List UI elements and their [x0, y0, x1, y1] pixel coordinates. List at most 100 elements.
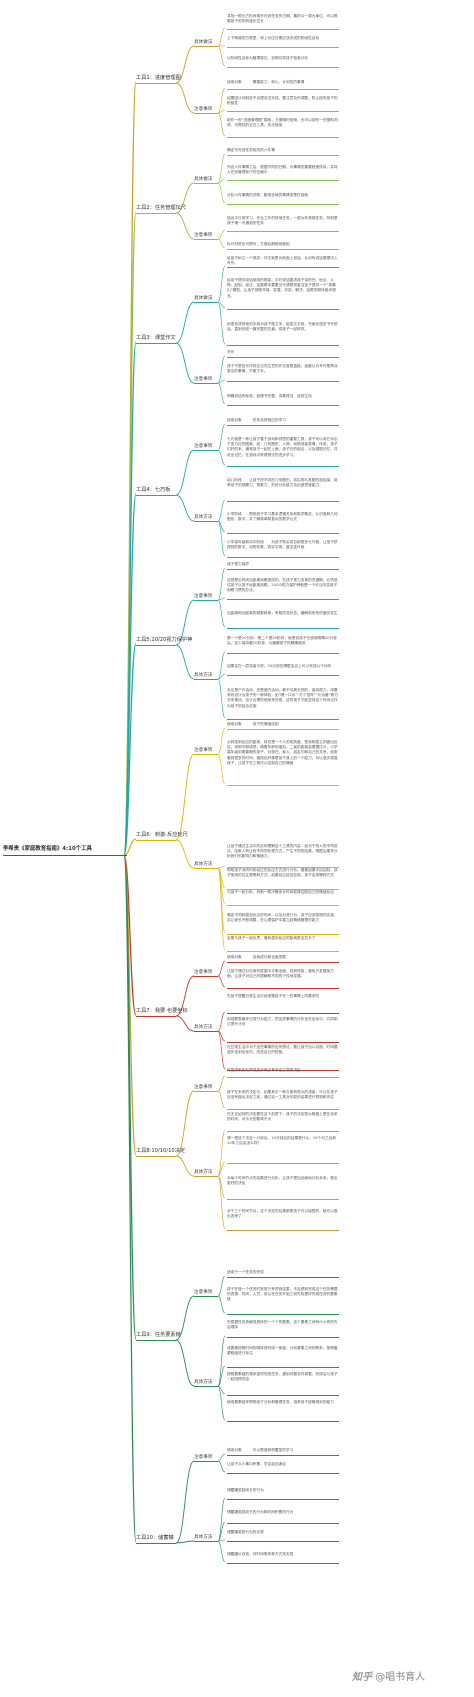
leaf-text: 给孩子树立一个观念：作文就是对纸面上说话，从训练说话慢慢切入写作。	[227, 256, 338, 266]
link-tool-sub	[175, 1090, 195, 1157]
link-sub-leaf	[217, 1453, 226, 1462]
leaf-text: 给孩子提供说话使用的框架。平时说话要求孩子讲的完、地点、人物、起因、经过、结果基…	[227, 278, 336, 298]
link-sub-leaf	[217, 1030, 226, 1070]
leaf-text: 使用对象 孩子的情绪控制	[227, 722, 279, 726]
link-sub-leaf	[217, 678, 226, 719]
tool-label: 工具1：进度管理图	[136, 75, 181, 81]
link-sub-leaf	[217, 1539, 226, 1542]
leaf-text: 孩子不是拒写作时应当先注意的作文就是直接，适度认为写作是简淡复杂的事情，不敢下手…	[227, 364, 338, 374]
sub-underline	[194, 183, 218, 184]
leaf-text: 确定不同刺激到反应的时间，以及对其行为、孩子应该按规则实施，并让家长不断调整，在…	[227, 913, 338, 923]
link-tool-sub	[175, 301, 195, 344]
sub-underline	[194, 1031, 218, 1032]
leaf-underline	[227, 933, 339, 935]
link-sub-leaf	[217, 651, 226, 680]
leaf-underline	[227, 718, 339, 720]
leaf-underline	[227, 1012, 339, 1014]
link-tool-sub	[175, 753, 195, 841]
leaf-underline	[227, 961, 339, 963]
leaf-underline	[227, 556, 339, 558]
sub-label: 注意事项	[194, 1290, 213, 1295]
leaf-text: 可能带来的后果或孩子有点拿不定主意的决定	[227, 1068, 301, 1072]
leaf-underline	[227, 179, 339, 181]
leaf-text: 确定写完成任务相关的六件事	[227, 148, 275, 152]
leaf-text: 用语言或其他的手段对孩子做文本、组成文字段、书面化语言书写说话、直到完成一篇完整…	[227, 322, 338, 332]
leaf-text: 定期与孩子一起反思，看刺激到反应的距离是否拉长了	[227, 936, 316, 940]
link-sub-leaf	[217, 301, 226, 345]
link-sub-leaf	[217, 423, 226, 451]
leaf-text: 近视是长时间近距离用眼造成的，在孩子视力发育的关键期，必须低估孩子以孩子远距离用…	[227, 578, 338, 593]
link-sub-leaf	[217, 238, 226, 249]
tool-underline	[136, 1340, 176, 1341]
leaf-underline	[227, 136, 339, 138]
sub-underline	[194, 868, 218, 869]
sub-label: 具体方法	[194, 1535, 213, 1540]
sub-underline	[194, 450, 218, 451]
link-tool-sub	[175, 1339, 195, 1387]
leaf-text: 如果因计划制定不合理没法完成，要注意及时调整，防止挫伤孩子的积极性	[227, 96, 338, 106]
sub-underline	[194, 754, 218, 755]
leaf-underline	[227, 652, 339, 654]
leaf-underline	[227, 950, 339, 952]
sub-label: 注意事项	[194, 1455, 213, 1460]
tool-label: 工具7：我要·也要坐标	[136, 1008, 188, 1014]
sub-label: 注意事项	[194, 594, 213, 599]
tool-underline	[136, 213, 176, 214]
leaf-text: 对每个时间节点的结果进行分析，让孩子更加全面地分析未来，做出更好的决定	[227, 1176, 338, 1186]
link-tool-sub	[175, 1295, 195, 1341]
tool-label: 工具10：储蓄罐	[136, 1535, 174, 1541]
leaf-text: 储蓄罐奖励成长的行为和时间积累的行为	[227, 1510, 294, 1514]
sub-underline	[194, 1296, 218, 1297]
sub-underline	[194, 521, 218, 522]
leaf-underline	[227, 88, 339, 90]
link-sub-leaf	[217, 379, 226, 384]
leaf-text: 对于三个时间节点，这个决定的后果都是孩子可以接受的，就可以做出选择了	[227, 1209, 338, 1219]
watermark: 知乎 @唱书育人	[352, 1668, 425, 1683]
tool-underline	[136, 83, 176, 84]
leaf-underline	[227, 380, 339, 382]
tool-label: 工具8:10/10/10决定	[136, 1148, 186, 1154]
link-tool-sub	[175, 449, 195, 496]
tool-underline	[136, 840, 176, 841]
leaf-underline	[227, 568, 339, 570]
link-tool-sub	[175, 1015, 195, 1032]
link-sub-leaf	[217, 1540, 226, 1563]
sub-label: 注意事项	[194, 233, 213, 238]
leaf-text: 想一想这个决定一分钟后，10分钟后的结果是什么，10个月之后和10年之后会怎么样…	[227, 1136, 336, 1146]
leaf-text: 将要素按照时间的顺序排列成一条链，分析要素之间的联系，按照重要程度进行标注	[227, 1346, 338, 1356]
leaf-text: 孩子在做一个任务时常常只考虑到结果，不会想到完成这个任务需要的资源、时间、人员，…	[227, 1287, 338, 1302]
tool-label: 工具5:20/20视力保护神	[136, 637, 193, 643]
leaf-text: 以阶段性目标为管理单位，定期引导孩子检查分析	[227, 56, 309, 60]
link-sub-leaf	[217, 382, 226, 405]
leaf-underline	[227, 154, 339, 156]
link-sub-leaf	[217, 87, 226, 114]
leaf-text: 分析六件事情的关联，影响全局的事情或是在前面	[227, 193, 309, 197]
link-sub-leaf	[217, 1175, 226, 1230]
link-sub-leaf	[217, 1175, 226, 1199]
link-sub-leaf	[217, 301, 226, 309]
leaf-underline	[227, 1562, 339, 1564]
sub-label: 注意事项	[194, 444, 213, 449]
leaf-underline	[227, 1540, 339, 1542]
sub-underline	[194, 383, 218, 384]
link-sub-leaf	[217, 112, 226, 137]
leaf-underline	[227, 866, 339, 868]
leaf-underline	[227, 1454, 339, 1456]
link-sub-leaf	[217, 520, 226, 557]
leaf-underline	[227, 230, 339, 232]
leaf-underline	[227, 404, 339, 406]
link-sub-leaf	[217, 178, 226, 184]
sub-label: 注意事项	[194, 748, 213, 753]
link-root-tool	[123, 838, 137, 856]
leaf-underline	[227, 1198, 339, 1200]
leaf-underline	[227, 1522, 339, 1524]
link-sub-leaf	[217, 1011, 226, 1032]
link-sub-leaf	[217, 867, 226, 951]
leaf-text: 先孩子提醒日常生活中经常跟孩子在一些事情上同要求的	[227, 994, 320, 998]
tool-label: 工具3：课堂作文	[136, 335, 176, 341]
link-sub-leaf	[217, 1460, 226, 1473]
link-tool-sub	[175, 82, 195, 114]
leaf-underline	[227, 465, 339, 467]
root-title: 李希贵《家庭教育指南》4:10个工具	[3, 846, 92, 852]
leaf-underline	[227, 1336, 339, 1338]
